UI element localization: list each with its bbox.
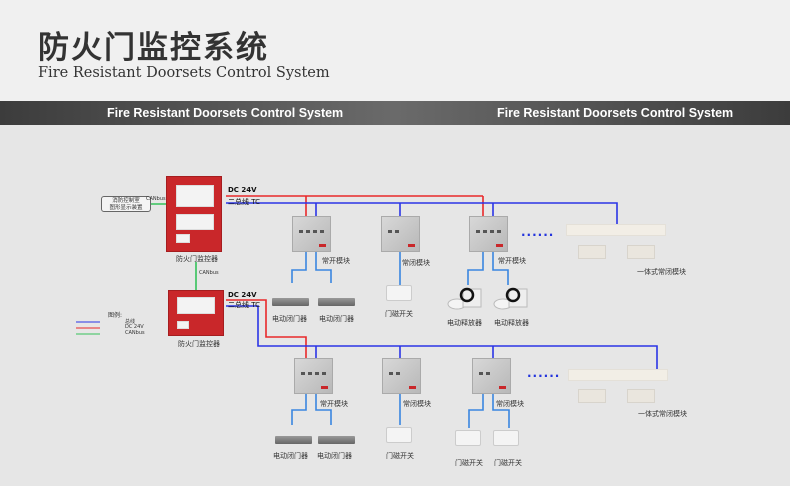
bus-line-bottom [226, 305, 658, 369]
bus-label: 二总线 TC [228, 301, 260, 309]
legend-dc24v: DC 24V [125, 324, 144, 330]
normally-closed-module [382, 358, 421, 394]
device-label: 门磁开关 [455, 459, 483, 467]
controller-label: 防火门监控器 [178, 340, 220, 348]
normally-open-module [292, 216, 331, 252]
module-label: 常开模块 [320, 400, 348, 408]
normally-closed-module [381, 216, 420, 252]
electric-releaser [447, 287, 482, 310]
legend-title: 图例: [108, 312, 123, 319]
door-switch [386, 427, 412, 443]
box-line-2: 图形显示装置 [109, 205, 143, 211]
header-area [0, 0, 790, 101]
integrated-module-part [627, 245, 655, 259]
dc24v-label: DC 24V [228, 291, 257, 299]
ellipsis: ...... [527, 366, 561, 380]
page-title: 防火门监控系统 [38, 30, 269, 66]
integrated-module [568, 369, 668, 381]
dc24v-line-bottom [226, 299, 307, 358]
normally-open-module [469, 216, 508, 252]
box-line-1: 消防控制室 [112, 198, 140, 204]
device-label: 电动闭门器 [272, 315, 307, 323]
canbus-label: CANbus [199, 270, 219, 276]
fire-control-room-display: 消防控制室 图形显示装置 [101, 196, 151, 212]
module-label: 常开模块 [498, 257, 526, 265]
door-switch [493, 430, 519, 446]
banner [0, 101, 790, 125]
banner-right-text: Fire Resistant Doorsets Control System [497, 106, 734, 120]
integrated-module-part [578, 389, 606, 403]
normally-closed-module [472, 358, 511, 394]
bus-label: 二总线 TC [228, 198, 260, 206]
device-label: 门磁开关 [386, 452, 414, 460]
canbus-line [150, 203, 197, 290]
device-label: 电动闭门器 [317, 452, 352, 460]
door-switch [455, 430, 481, 446]
module-label: 常闭模块 [496, 400, 524, 408]
door-switch [386, 285, 412, 301]
legend-bus: 总线 [125, 319, 136, 325]
device-label: 电动释放器 [494, 319, 529, 327]
door-monitor-controller [168, 290, 224, 336]
canbus-label: CANbus [146, 196, 166, 202]
dc24v-line-top [226, 195, 484, 216]
door-closer [275, 436, 312, 444]
module-label: 常开模块 [322, 257, 350, 265]
device-label: 门磁开关 [385, 310, 413, 318]
page-subtitle: Fire Resistant Doorsets Control System [38, 65, 330, 81]
controller-label: 防火门监控器 [176, 255, 218, 263]
device-label: 门磁开关 [494, 459, 522, 467]
electric-releaser [493, 287, 528, 310]
normally-open-module [294, 358, 333, 394]
dc24v-label: DC 24V [228, 186, 257, 194]
bus-line-top [226, 202, 618, 224]
device-label: 电动释放器 [447, 319, 482, 327]
ellipsis: ...... [521, 225, 555, 239]
module-label: 常闭模块 [403, 400, 431, 408]
legend-canbus: CANbus [125, 330, 145, 336]
integrated-module-part [627, 389, 655, 403]
integrated-module [566, 224, 666, 236]
device-label: 电动闭门器 [319, 315, 354, 323]
device-label: 电动闭门器 [273, 452, 308, 460]
integrated-module-part [578, 245, 606, 259]
module-label: 一体式常闭模块 [638, 410, 687, 418]
module-label: 一体式常闭模块 [637, 268, 686, 276]
door-closer [272, 298, 309, 306]
door-closer [318, 436, 355, 444]
banner-left-text: Fire Resistant Doorsets Control System [107, 106, 344, 120]
module-label: 常闭模块 [402, 259, 430, 267]
door-closer [318, 298, 355, 306]
door-monitor-controller [166, 176, 222, 252]
